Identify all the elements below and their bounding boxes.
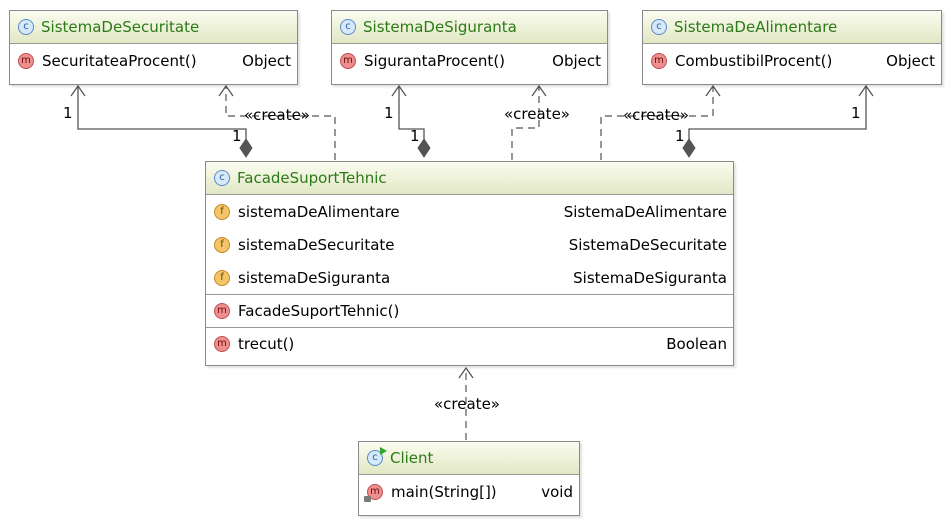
class-icon: c <box>651 19 667 35</box>
class-name: SistemaDeSiguranta <box>363 18 517 36</box>
class-icon: c <box>340 19 356 35</box>
field-row[interactable]: f sistemaDeAlimentare SistemaDeAlimentar… <box>206 195 733 228</box>
composition-alimentare-arrow <box>858 84 874 97</box>
static-marker-icon <box>364 495 371 502</box>
composition-alimentare-diamond <box>682 138 696 158</box>
class-header: c SistemaDeSecuritate <box>10 11 297 44</box>
field-type: SistemaDeSecuritate <box>568 235 727 254</box>
create-securitate-label: «create» <box>244 106 310 124</box>
field-type: SistemaDeSiguranta <box>573 268 727 287</box>
field-type: SistemaDeAlimentare <box>563 202 727 221</box>
class-box-securitate[interactable]: c SistemaDeSecuritate m SecuritateaProce… <box>9 10 298 85</box>
create-facade-label: «create» <box>434 395 500 413</box>
method-icon: m <box>651 52 667 69</box>
method-type: Boolean <box>666 335 727 353</box>
class-header: c FacadeSuportTehnic <box>206 162 733 195</box>
method-type: Object <box>552 51 601 70</box>
method-name: main(String[]) <box>391 482 497 501</box>
class-icon: c <box>214 170 230 186</box>
method-icon: m <box>214 303 230 319</box>
class-name: FacadeSuportTehnic <box>237 169 387 187</box>
field-name: sistemaDeAlimentare <box>238 202 400 221</box>
run-icon <box>380 447 387 455</box>
field-icon: f <box>214 269 230 286</box>
method-name: SigurantaProcent() <box>364 51 506 70</box>
constructor-row[interactable]: m FacadeSuportTehnic() <box>206 294 733 327</box>
method-row[interactable]: m main(String[]) void <box>359 475 579 508</box>
static-method-icon: m <box>364 483 383 502</box>
composition-securitate-diamond <box>239 138 253 158</box>
class-name: Client <box>390 449 434 467</box>
class-box-facade[interactable]: c FacadeSuportTehnic f sistemaDeAlimenta… <box>205 161 734 366</box>
create-alimentare-line <box>600 86 714 160</box>
method-type: Object <box>242 51 291 70</box>
class-icon: c <box>18 19 34 35</box>
class-header: c Client <box>359 442 579 475</box>
composition-alimentare-line <box>688 86 867 139</box>
method-name: CombustibilProcent() <box>675 51 833 70</box>
field-icon: f <box>214 203 230 220</box>
multiplicity-siguranta-label: 1 <box>384 104 394 122</box>
class-header: c SistemaDeAlimentare <box>643 11 941 44</box>
class-box-alimentare[interactable]: c SistemaDeAlimentare m CombustibilProce… <box>642 10 942 85</box>
create-facade-arrow <box>458 366 474 379</box>
create-siguranta-line <box>511 86 540 160</box>
multiplicity-securitate-label: 1 <box>63 104 73 122</box>
constructor-name: FacadeSuportTehnic() <box>238 302 400 320</box>
create-securitate-line <box>225 86 336 160</box>
class-name: SistemaDeSecuritate <box>41 18 200 36</box>
field-icon: f <box>214 236 230 253</box>
multiplicity-facade-securitate-label: 1 <box>232 127 242 145</box>
class-name: SistemaDeAlimentare <box>674 18 838 36</box>
create-alimentare-label: «create» <box>623 106 689 124</box>
field-name: sistemaDeSecuritate <box>238 235 395 254</box>
create-siguranta-label: «create» <box>504 105 570 123</box>
composition-siguranta-line <box>398 86 425 139</box>
field-row[interactable]: f sistemaDeSiguranta SistemaDeSiguranta <box>206 261 733 294</box>
method-name: trecut() <box>238 335 295 353</box>
method-icon: m <box>214 336 230 352</box>
method-row[interactable]: m trecut() Boolean <box>206 327 733 360</box>
create-alimentare-arrow <box>705 84 721 97</box>
field-row[interactable]: f sistemaDeSecuritate SistemaDeSecuritat… <box>206 228 733 261</box>
method-icon: m <box>367 483 383 500</box>
composition-securitate-line <box>77 86 247 139</box>
method-icon: m <box>340 52 356 69</box>
class-header: c SistemaDeSiguranta <box>332 11 607 44</box>
multiplicity-facade-alimentare-label: 1 <box>675 127 685 145</box>
multiplicity-alimentare-label: 1 <box>851 104 861 122</box>
create-siguranta-arrow <box>531 84 547 97</box>
class-box-client[interactable]: c Client m main(String[]) void <box>358 441 580 516</box>
method-type: void <box>541 482 573 501</box>
method-type: Object <box>886 51 935 70</box>
composition-securitate-arrow <box>70 84 86 97</box>
field-name: sistemaDeSiguranta <box>238 268 391 287</box>
composition-siguranta-diamond <box>417 138 431 158</box>
method-row[interactable]: m SecuritateaProcent() Object <box>10 44 297 77</box>
create-securitate-arrow <box>218 84 234 97</box>
method-icon: m <box>18 52 34 69</box>
method-name: SecuritateaProcent() <box>42 51 197 70</box>
method-row[interactable]: m SigurantaProcent() Object <box>332 44 607 77</box>
runnable-class-icon: c <box>367 447 387 466</box>
multiplicity-facade-siguranta-label: 1 <box>410 127 420 145</box>
method-row[interactable]: m CombustibilProcent() Object <box>643 44 941 77</box>
class-box-siguranta[interactable]: c SistemaDeSiguranta m SigurantaProcent(… <box>331 10 608 85</box>
composition-siguranta-arrow <box>391 84 407 97</box>
class-icon: c <box>367 450 383 466</box>
